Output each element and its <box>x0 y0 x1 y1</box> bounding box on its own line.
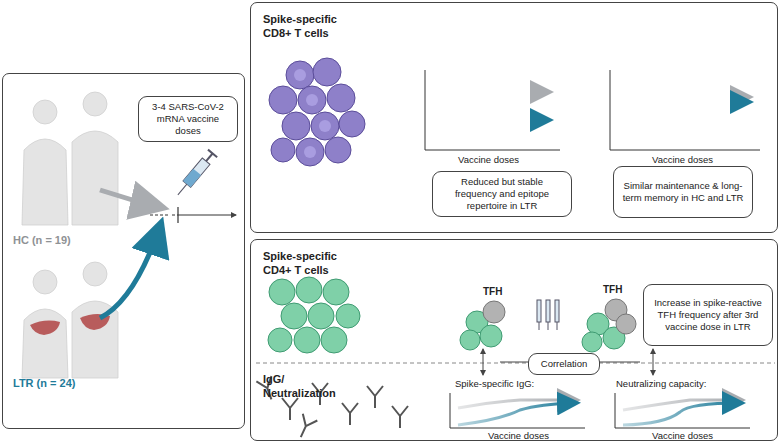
ltr-arrow <box>100 226 160 318</box>
axis-label: Vaccine doses <box>652 154 713 165</box>
double-arrow <box>483 349 484 375</box>
cd8-cells <box>269 58 365 166</box>
hc-trend <box>623 400 740 410</box>
axis-label: TFH <box>603 284 622 295</box>
axis-label: Spike-specific IgG: <box>455 378 534 389</box>
axis-label: Vaccine doses <box>488 430 549 441</box>
box-text: Correlation <box>541 358 587 370</box>
axis-label: Neutralizing capacity: <box>616 378 706 389</box>
cd4-cells <box>268 277 360 353</box>
panel-label: HC (n = 19) <box>13 234 71 246</box>
hc-trend <box>433 91 548 94</box>
axis-label: Vaccine doses <box>458 154 519 165</box>
panel-label: LTR (n = 24) <box>13 377 75 389</box>
correlation-line <box>500 362 528 363</box>
hc-arrow <box>100 190 160 207</box>
finding-box: Similar maintenance & long-term memory i… <box>613 166 753 218</box>
box-text: Reduced but stable frequency and epitope… <box>439 176 565 212</box>
box-text: 3-4 SARS-CoV-2 mRNA vaccine doses <box>145 101 231 137</box>
correlation-line <box>598 362 640 363</box>
timeline <box>150 215 180 216</box>
syringes <box>537 300 559 330</box>
antibodies <box>256 376 408 440</box>
double-arrow <box>653 349 654 375</box>
ltr-trend <box>433 119 548 122</box>
hc-trend <box>618 96 748 99</box>
tfh-highlight <box>483 299 636 334</box>
separator <box>256 363 775 364</box>
finding-box: Increase in spike-reactive TFH frequency… <box>643 284 773 346</box>
panel-label: Spike-specific CD8+ T cells <box>263 13 343 41</box>
axis-label: Vaccine doses <box>652 430 713 441</box>
syringe <box>173 150 217 199</box>
ltr-trend <box>623 403 740 425</box>
timeline <box>180 215 236 216</box>
timeline-tick <box>177 207 178 223</box>
liver-symbol <box>30 314 110 335</box>
axis-label: TFH <box>483 286 502 297</box>
panel-label: Spike-specific CD4+ T cells <box>263 250 343 278</box>
panel-label: IgG/ Neutralization <box>263 373 343 401</box>
box-text: Similar maintenance & long-term memory i… <box>620 180 746 204</box>
cd4-panel: Spike-specific CD4+ T cellsIgG/ Neutrali… <box>250 239 778 441</box>
ltr-trend <box>618 101 748 104</box>
finding-box: Reduced but stable frequency and epitope… <box>432 171 572 217</box>
ltr-trend <box>458 403 575 425</box>
cohort-panel: HC (n = 19) LTR (n = 24) 3-4 SARS-CoV-2 mR… <box>2 73 245 429</box>
correlation-box: Correlation <box>528 353 600 375</box>
cd8-panel: Spike-specific CD8+ T cellsReduced but s… <box>250 2 778 233</box>
box-text: Increase in spike-reactive TFH frequency… <box>650 297 766 333</box>
vaccine-box: 3-4 SARS-CoV-2 mRNA vaccine doses <box>138 96 238 142</box>
cell-nucleus <box>294 69 331 158</box>
chart-axes <box>425 70 760 428</box>
